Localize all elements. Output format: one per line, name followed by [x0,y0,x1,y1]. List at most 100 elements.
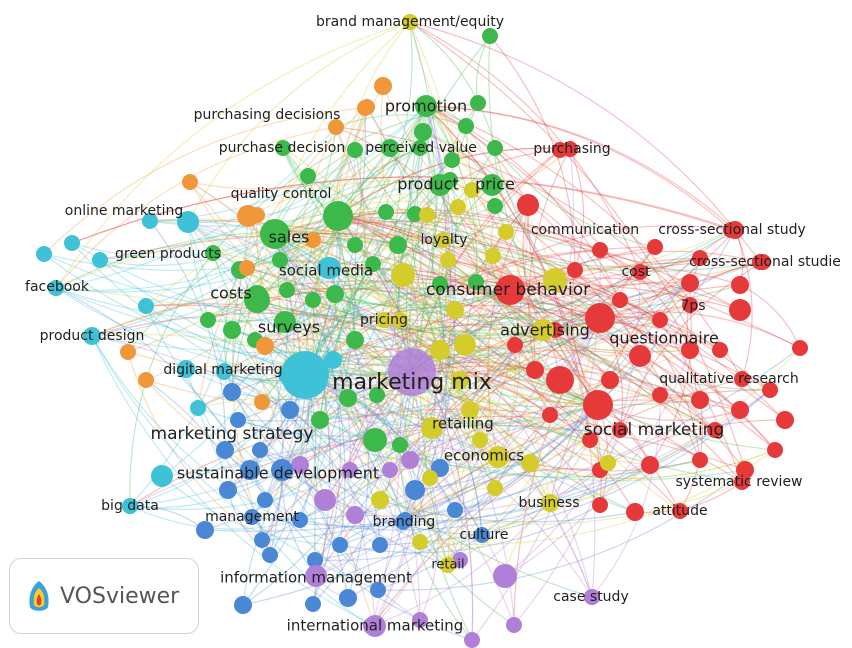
network-node[interactable] [138,372,154,388]
node-culture[interactable] [474,527,490,543]
node-retail[interactable] [440,557,456,573]
network-node[interactable] [216,441,234,459]
network-node[interactable] [629,345,651,367]
network-node[interactable] [323,201,353,231]
node-surveys[interactable] [274,311,296,333]
node-economics[interactable] [487,446,509,468]
node-online-marketing[interactable] [180,214,196,230]
network-node[interactable] [389,236,407,254]
node-brand-management-equity[interactable] [402,14,418,30]
node-international-marketing[interactable] [364,615,386,637]
node-advertising[interactable] [532,319,554,341]
network-node[interactable] [369,387,385,403]
node-cross-sectional-study[interactable] [723,222,739,238]
network-node[interactable] [461,401,479,419]
node-questionnaire[interactable] [585,303,615,333]
node-digital-marketing[interactable] [216,364,232,380]
network-node[interactable] [254,394,270,410]
network-node[interactable] [374,77,392,95]
network-node[interactable] [391,263,415,287]
network-node[interactable] [279,282,295,298]
network-node[interactable] [370,582,386,598]
network-node[interactable] [407,206,423,222]
node-facebook[interactable] [48,280,64,296]
network-node[interactable] [347,237,363,253]
network-node[interactable] [470,95,486,111]
network-node[interactable] [612,292,628,308]
network-node[interactable] [451,371,469,389]
network-node[interactable] [378,204,394,220]
network-node[interactable] [487,480,503,496]
network-node[interactable] [328,119,344,135]
node-product-design[interactable] [84,328,100,344]
node-green-products[interactable] [205,245,221,261]
network-node[interactable] [419,207,435,223]
network-node[interactable] [256,337,274,355]
network-node[interactable] [324,351,342,369]
network-node[interactable] [281,401,299,419]
node-attitude[interactable] [672,503,688,519]
network-node[interactable] [450,199,466,215]
network-node[interactable] [731,401,749,419]
node-purchasing-decisions[interactable] [357,100,373,116]
network-node[interactable] [36,246,52,262]
network-node[interactable] [219,481,237,499]
network-node[interactable] [239,260,255,276]
network-node[interactable] [190,400,206,416]
node-loyalty[interactable] [435,232,451,248]
network-node[interactable] [365,256,381,272]
node-social-marketing[interactable] [583,390,613,420]
network-node[interactable] [240,460,260,480]
network-node[interactable] [542,407,558,423]
network-node[interactable] [412,534,428,550]
network-node[interactable] [339,589,357,607]
network-node[interactable] [440,252,456,268]
node-promotion[interactable] [415,95,437,117]
network-node[interactable] [485,248,501,264]
network-node[interactable] [493,564,517,588]
network-node[interactable] [422,470,438,486]
node-communication[interactable] [520,197,536,213]
network-node[interactable] [612,422,628,438]
network-node[interactable] [339,389,357,407]
network-node[interactable] [332,537,348,553]
network-node[interactable] [230,412,246,428]
network-node[interactable] [272,252,288,268]
node-information-management[interactable] [305,565,327,587]
network-node[interactable] [182,174,198,190]
node-7ps[interactable] [682,297,698,313]
network-node[interactable] [292,512,308,528]
network-node[interactable] [487,140,503,156]
network-node[interactable] [257,492,273,508]
node-big-data[interactable] [122,498,138,514]
network-node[interactable] [601,371,619,389]
network-node[interactable] [729,299,751,321]
network-node[interactable] [543,268,567,292]
network-node[interactable] [647,239,663,255]
network-node[interactable] [405,480,425,500]
network-node[interactable] [626,503,644,521]
network-node[interactable] [521,454,539,472]
network-node[interactable] [291,456,309,474]
network-node[interactable] [305,232,321,248]
network-node[interactable] [468,274,484,290]
network-node[interactable] [363,428,387,452]
node-costs[interactable] [246,285,268,307]
node-qualitative-research[interactable] [734,371,750,387]
network-node[interactable] [487,198,503,214]
network-node[interactable] [482,28,498,44]
network-node[interactable] [371,491,389,509]
network-node[interactable] [546,366,574,394]
network-node[interactable] [234,596,252,614]
network-node[interactable] [382,462,398,478]
network-node[interactable] [691,391,709,409]
network-node[interactable] [392,312,408,328]
node-price[interactable] [481,174,503,196]
network-node[interactable] [762,382,778,398]
network-node[interactable] [592,497,608,513]
network-node[interactable] [452,552,468,568]
network-node[interactable] [151,465,173,487]
network-node[interactable] [567,262,583,278]
network-node[interactable] [792,340,808,356]
